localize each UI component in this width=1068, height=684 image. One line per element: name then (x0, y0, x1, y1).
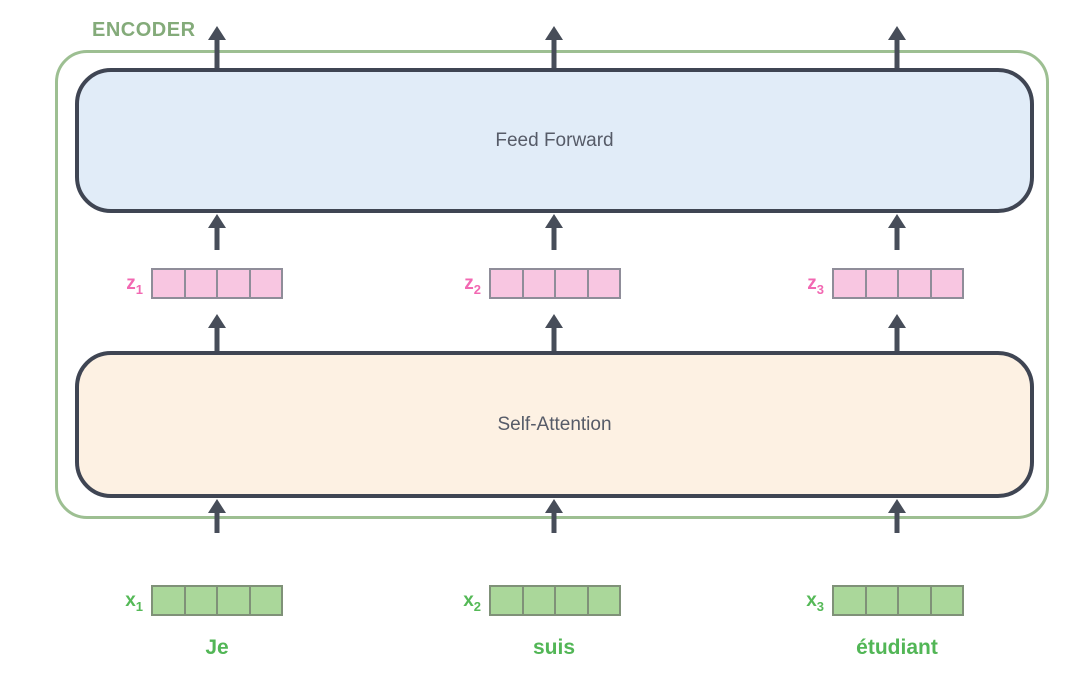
sa-to-z3-arrow (888, 314, 906, 353)
output-arrow-3 (888, 26, 906, 68)
vector-cell (589, 587, 620, 614)
vector-cell (153, 587, 186, 614)
x1-vector (151, 585, 283, 616)
vector-cell (524, 270, 556, 297)
vector-cell (218, 270, 251, 297)
input-word-1: Je (205, 636, 229, 659)
vector-cell (186, 587, 218, 614)
x1-label: x1 (125, 590, 143, 614)
vector-cell (867, 270, 899, 297)
self-attention-label: Self-Attention (497, 413, 612, 435)
arrow-head-icon (888, 314, 906, 328)
arrow-shaft (894, 510, 900, 533)
vector-cell (491, 587, 524, 614)
encoder-label: ENCODER (92, 19, 196, 41)
self-attention-block: Self-Attention (75, 351, 1034, 498)
output-arrow-1 (208, 26, 226, 68)
arrow-head-icon (888, 26, 906, 40)
arrow-head-icon (545, 26, 563, 40)
x3-to-sa-arrow (888, 499, 906, 533)
arrow-head-icon (545, 214, 563, 228)
z3-to-ff-arrow (888, 214, 906, 250)
arrow-head-icon (208, 314, 226, 328)
arrow-head-icon (208, 214, 226, 228)
arrow-head-icon (545, 314, 563, 328)
z2-vector (489, 268, 621, 299)
vector-cell (556, 587, 589, 614)
z1-to-ff-arrow (208, 214, 226, 250)
z1-vector (151, 268, 283, 299)
arrow-head-icon (208, 499, 226, 513)
arrow-shaft (551, 510, 557, 533)
x2-label: x2 (463, 590, 481, 614)
x3-vector (832, 585, 964, 616)
vector-cell (251, 587, 282, 614)
vector-cell (932, 270, 963, 297)
x2-to-sa-arrow (545, 499, 563, 533)
x2-vector (489, 585, 621, 616)
vector-cell (556, 270, 589, 297)
arrow-shaft (894, 37, 900, 68)
vector-cell (932, 587, 963, 614)
vector-cell (834, 270, 867, 297)
vector-cell (218, 587, 251, 614)
x3-label: x3 (806, 590, 824, 614)
x1-to-sa-arrow (208, 499, 226, 533)
input-word-2: suis (532, 636, 576, 659)
arrow-shaft (214, 325, 220, 353)
vector-cell (899, 270, 932, 297)
arrow-shaft (894, 225, 900, 250)
input-word-3: étudiant (856, 636, 938, 659)
arrow-shaft (551, 325, 557, 353)
arrow-shaft (214, 225, 220, 250)
vector-cell (589, 270, 620, 297)
arrow-shaft (214, 37, 220, 68)
vector-cell (186, 270, 218, 297)
sa-to-z2-arrow (545, 314, 563, 353)
arrow-head-icon (888, 214, 906, 228)
z3-vector (832, 268, 964, 299)
sa-to-z1-arrow (208, 314, 226, 353)
vector-cell (867, 587, 899, 614)
vector-cell (153, 270, 186, 297)
arrow-shaft (551, 37, 557, 68)
vector-cell (524, 587, 556, 614)
arrow-head-icon (545, 499, 563, 513)
z2-to-ff-arrow (545, 214, 563, 250)
z3-label: z3 (807, 273, 824, 297)
arrow-head-icon (888, 499, 906, 513)
arrow-shaft (894, 325, 900, 353)
vector-cell (899, 587, 932, 614)
output-arrow-2 (545, 26, 563, 68)
vector-cell (834, 587, 867, 614)
z2-label: z2 (464, 273, 481, 297)
arrow-head-icon (208, 26, 226, 40)
arrow-shaft (214, 510, 220, 533)
vector-cell (491, 270, 524, 297)
vector-cell (251, 270, 282, 297)
feed-forward-block: Feed Forward (75, 68, 1034, 213)
z1-label: z1 (126, 273, 143, 297)
feed-forward-label: Feed Forward (495, 129, 614, 151)
arrow-shaft (551, 225, 557, 250)
